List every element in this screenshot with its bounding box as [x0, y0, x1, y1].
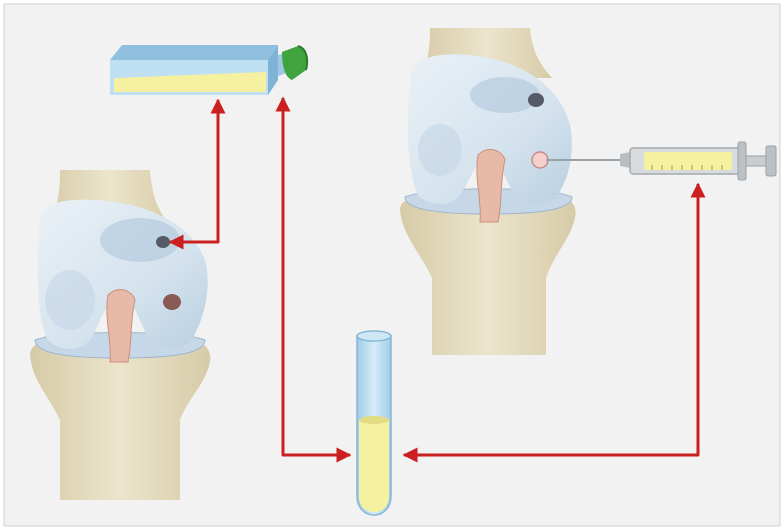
test-tube-with-cells	[357, 331, 391, 515]
cartilage-defect	[156, 236, 170, 248]
syringe-liquid	[644, 152, 732, 170]
tube-cell-suspension	[359, 420, 389, 512]
bone-lesion	[163, 294, 181, 310]
cartilage-defect	[528, 93, 544, 107]
injection-target	[532, 152, 548, 168]
